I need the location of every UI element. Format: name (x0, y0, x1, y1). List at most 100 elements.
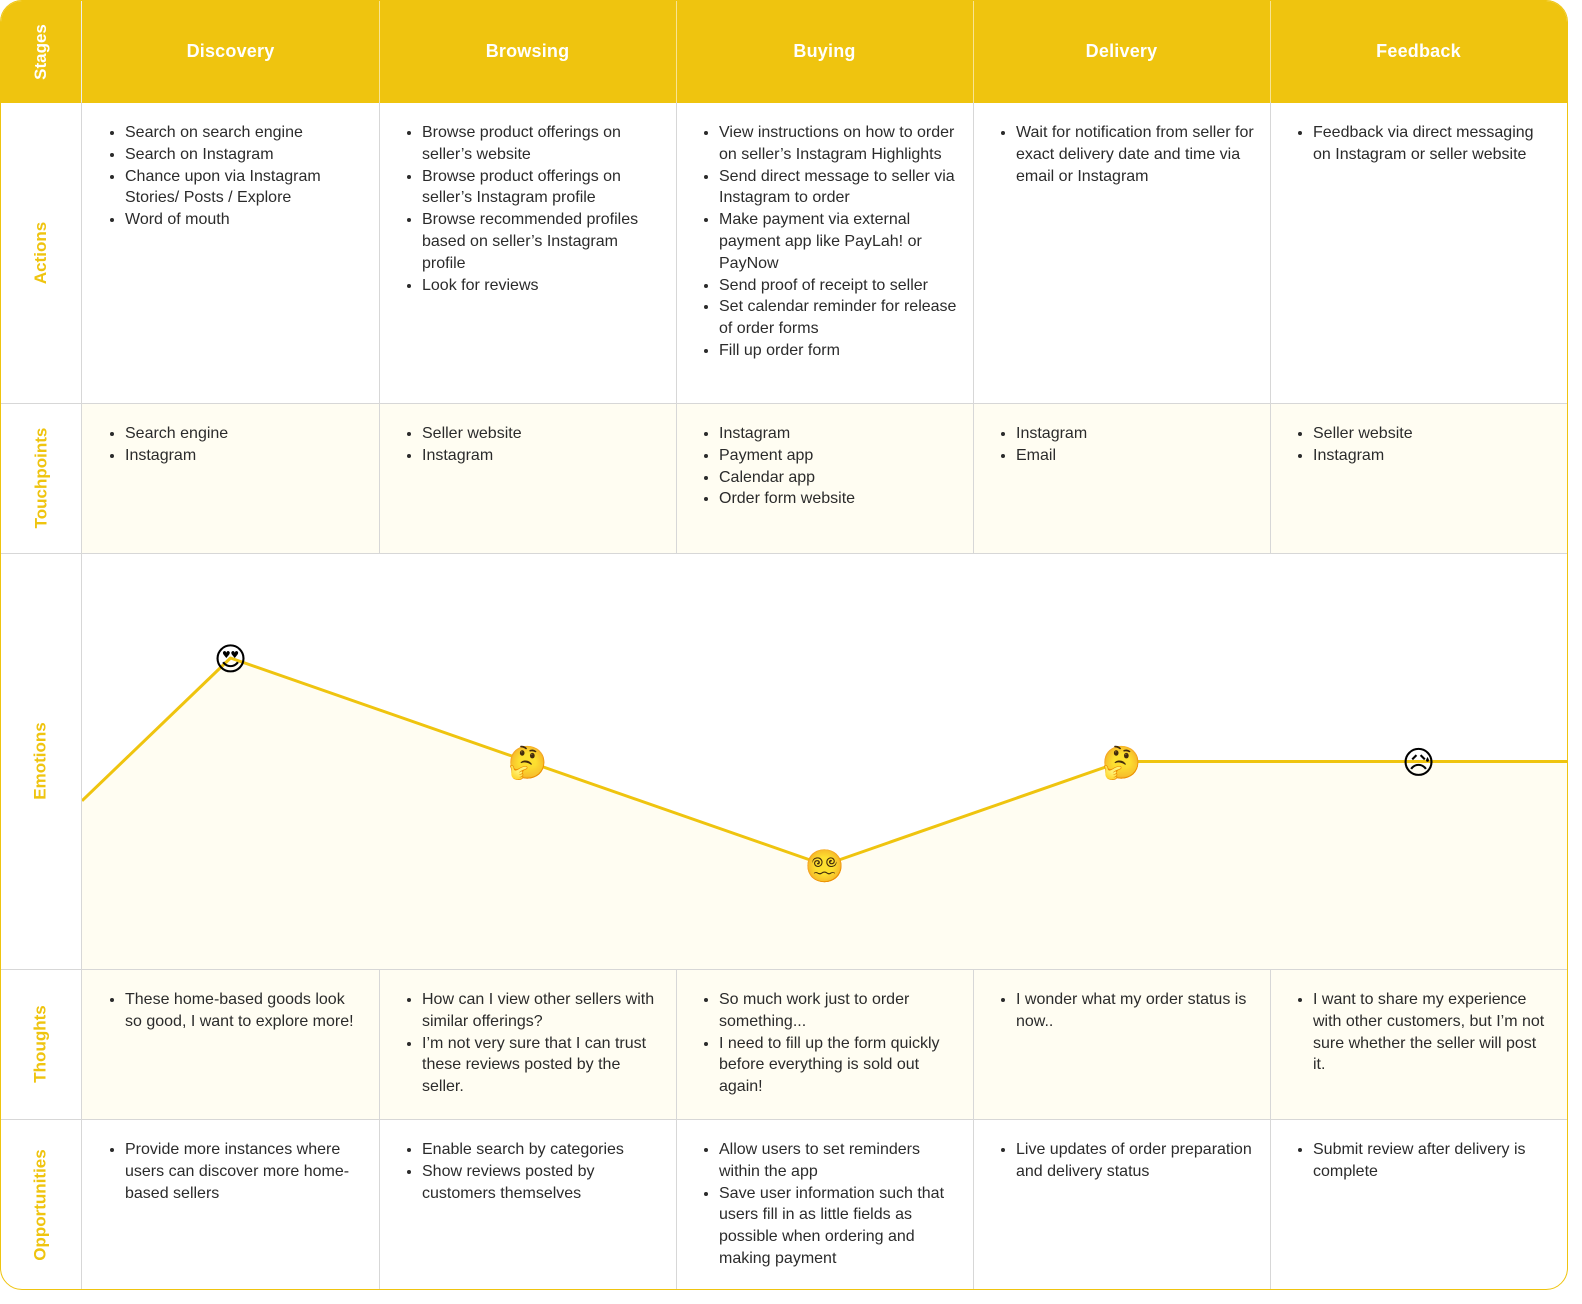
touchpoints-list: InstagramEmail (999, 423, 1256, 467)
stage-title-delivery: Delivery (1085, 41, 1158, 61)
opportunities-cell-discovery: Provide more instances where users can d… (82, 1119, 379, 1289)
touchpoints-item: Instagram (422, 445, 662, 467)
thoughts-list: I wonder what my order status is now.. (999, 989, 1256, 1033)
dizzy-face-icon: 😵‍💫 (805, 847, 845, 885)
actions-cell-delivery: Wait for notification from seller for ex… (973, 102, 1270, 403)
opportunities-list: Submit review after delivery is complete (1296, 1139, 1553, 1183)
touchpoints-item: Order form website (719, 488, 959, 510)
actions-item: Make payment via external payment app li… (719, 209, 959, 274)
touchpoints-cell-browsing: Seller websiteInstagram (379, 403, 676, 553)
touchpoints-item: Payment app (719, 445, 959, 467)
emotion-curve-chart: 😍🤔😵‍💫🤔😥 (80, 640, 1567, 969)
actions-cell-discovery: Search on search engineSearch on Instagr… (82, 102, 379, 403)
column-divider (379, 102, 380, 553)
touchpoints-item: Email (1016, 445, 1256, 467)
thoughts-cell-delivery: I wonder what my order status is now.. (973, 969, 1270, 1119)
header-label-divider (81, 1, 82, 102)
column-divider (676, 1, 677, 102)
thoughts-list: These home-based goods look so good, I w… (108, 989, 365, 1033)
actions-item: Send proof of receipt to seller (719, 275, 959, 297)
thoughts-item: These home-based goods look so good, I w… (125, 989, 365, 1033)
touchpoints-list: Seller websiteInstagram (405, 423, 662, 467)
actions-item: Search on search engine (125, 122, 365, 144)
actions-item: Word of mouth (125, 209, 365, 231)
touchpoints-item: Instagram (1313, 445, 1553, 467)
column-divider (1270, 1, 1271, 102)
actions-item: Send direct message to seller via Instag… (719, 166, 959, 210)
actions-item: Feedback via direct messaging on Instagr… (1313, 122, 1553, 166)
touchpoints-cell-delivery: InstagramEmail (973, 403, 1270, 553)
column-divider (973, 102, 974, 553)
actions-list: Wait for notification from seller for ex… (999, 122, 1256, 187)
touchpoints-cell-buying: InstagramPayment appCalendar appOrder fo… (676, 403, 973, 553)
column-divider (379, 969, 380, 1289)
opportunities-item: Show reviews posted by customers themsel… (422, 1161, 662, 1205)
opportunities-item: Submit review after delivery is complete (1313, 1139, 1553, 1183)
actions-list: Search on search engineSearch on Instagr… (108, 122, 365, 231)
touchpoints-list: Seller websiteInstagram (1296, 423, 1553, 467)
row-divider (1, 403, 1567, 404)
emotion-area-fill (82, 658, 1567, 969)
actions-list: View instructions on how to order on sel… (702, 122, 959, 362)
sad-relieved-face-icon: 😥 (1402, 744, 1435, 782)
actions-item: Browse product offerings on seller’s Ins… (422, 166, 662, 210)
touchpoints-item: Calendar app (719, 467, 959, 489)
actions-cell-buying: View instructions on how to order on sel… (676, 102, 973, 403)
actions-item: View instructions on how to order on sel… (719, 122, 959, 166)
opportunities-item: Provide more instances where users can d… (125, 1139, 365, 1204)
actions-item: Fill up order form (719, 340, 959, 362)
thoughts-list: I want to share my experience with other… (1296, 989, 1553, 1076)
row-divider (1, 1119, 1567, 1120)
column-divider (973, 1, 974, 102)
stage-title-buying: Buying (793, 41, 856, 61)
thoughts-item: I wonder what my order status is now.. (1016, 989, 1256, 1033)
thoughts-list: How can I view other sellers with simila… (405, 989, 662, 1098)
opportunities-item: Allow users to set reminders within the … (719, 1139, 959, 1183)
thinking-face-icon: 🤔 (508, 744, 548, 782)
column-divider (1270, 102, 1271, 553)
thoughts-item: I want to share my experience with other… (1313, 989, 1553, 1076)
actions-item: Set calendar reminder for release of ord… (719, 296, 959, 340)
opportunities-list: Enable search by categoriesShow reviews … (405, 1139, 662, 1204)
touchpoints-item: Seller website (1313, 423, 1553, 445)
actions-list: Feedback via direct messaging on Instagr… (1296, 122, 1553, 166)
thoughts-list: So much work just to order something...I… (702, 989, 959, 1098)
touchpoints-cell-discovery: Search engineInstagram (82, 403, 379, 553)
touchpoints-item: Instagram (719, 423, 959, 445)
thoughts-item: I need to fill up the form quickly befor… (719, 1033, 959, 1098)
stage-title-browsing: Browsing (485, 41, 570, 61)
touchpoints-item: Instagram (1016, 423, 1256, 445)
actions-list: Browse product offerings on seller’s web… (405, 122, 662, 296)
column-divider (379, 1, 380, 102)
touchpoints-item: Search engine (125, 423, 365, 445)
actions-item: Look for reviews (422, 275, 662, 297)
opportunities-cell-delivery: Live updates of order preparation and de… (973, 1119, 1270, 1289)
row-divider (1, 553, 1567, 554)
opportunities-cell-browsing: Enable search by categoriesShow reviews … (379, 1119, 676, 1289)
label-column-divider (81, 1, 82, 1289)
opportunities-item: Live updates of order preparation and de… (1016, 1139, 1256, 1183)
thoughts-cell-buying: So much work just to order something...I… (676, 969, 973, 1119)
emotion-line (80, 656, 1567, 867)
actions-item: Browse recommended profiles based on sel… (422, 209, 662, 274)
actions-item: Browse product offerings on seller’s web… (422, 122, 662, 166)
column-divider (676, 102, 677, 553)
opportunities-cell-buying: Allow users to set reminders within the … (676, 1119, 973, 1289)
thinking-face-icon: 🤔 (1102, 744, 1142, 782)
stage-title-discovery: Discovery (186, 41, 275, 61)
row-divider (1, 969, 1567, 970)
row-background-touchpoints (81, 403, 1567, 553)
thoughts-item: So much work just to order something... (719, 989, 959, 1033)
actions-cell-browsing: Browse product offerings on seller’s web… (379, 102, 676, 403)
column-divider (676, 969, 677, 1289)
touchpoints-list: InstagramPayment appCalendar appOrder fo… (702, 423, 959, 510)
actions-item: Chance upon via Instagram Stories/ Posts… (125, 166, 365, 210)
opportunities-item: Enable search by categories (422, 1139, 662, 1161)
stage-title-feedback: Feedback (1376, 41, 1461, 61)
opportunities-list: Live updates of order preparation and de… (999, 1139, 1256, 1183)
opportunities-list: Allow users to set reminders within the … (702, 1139, 959, 1270)
row-divider (1, 102, 1567, 103)
opportunities-list: Provide more instances where users can d… (108, 1139, 365, 1204)
thoughts-item: I’m not very sure that I can trust these… (422, 1033, 662, 1098)
